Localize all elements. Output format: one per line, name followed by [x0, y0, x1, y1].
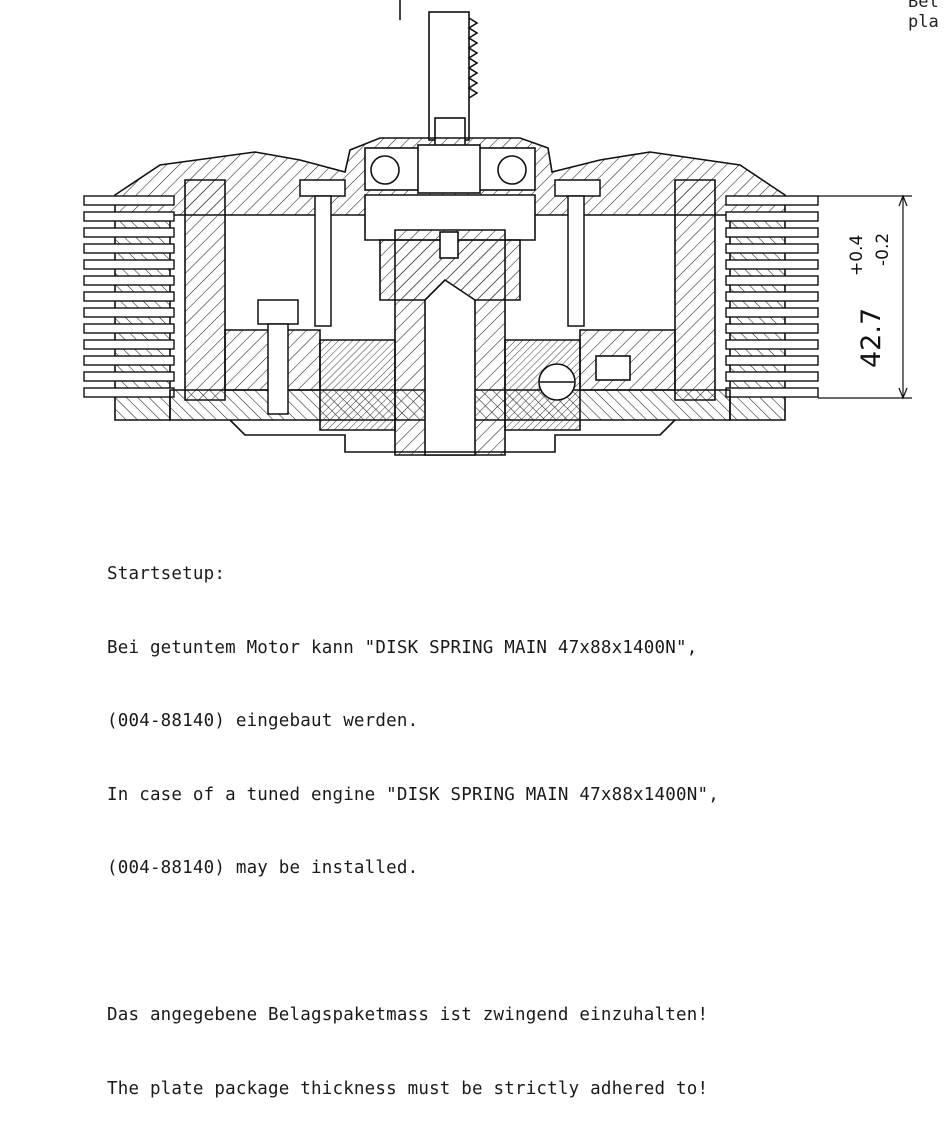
- thickness-dimension: [818, 194, 912, 400]
- spring-bolts: [257, 179, 601, 415]
- clutch-plates-left: [83, 195, 175, 398]
- setup-notes: Startsetup: Bei getuntem Motor kann "DIS…: [107, 513, 719, 1126]
- inner-basket: [169, 179, 731, 421]
- note-warning-german: Das angegebene Belagspaketmass ist zwing…: [107, 1005, 709, 1025]
- note-heading: Startsetup:: [107, 564, 226, 584]
- note-line-german-2: (004-88140) eingebaut werden.: [107, 711, 419, 731]
- release-bearing: [364, 144, 536, 194]
- corner-line-2: pla: [908, 12, 939, 32]
- note-line-english-2: (004-88140) may be installed.: [107, 858, 419, 878]
- clutch-plates-right: [725, 195, 819, 398]
- pushrod-shaft: [428, 11, 479, 147]
- note-line-english-1: In case of a tuned engine "DISK SPRING M…: [107, 784, 719, 805]
- dimension-value: 42.7: [856, 308, 887, 368]
- note-spacer: [107, 930, 719, 955]
- dimension-tol-plus: +0.4: [847, 235, 867, 276]
- note-line-german-1: Bei getuntem Motor kann "DISK SPRING MAI…: [107, 637, 698, 658]
- center-hub: [319, 194, 631, 456]
- clutch-cross-section-drawing: 42.7 +0.4 -0.2: [83, 0, 912, 456]
- corner-line-1: Bel: [908, 0, 939, 12]
- cropped-corner-text: Bel pla: [908, 0, 939, 32]
- hub-bottom-outline: [229, 0, 676, 453]
- note-warning-english: The plate package thickness must be stri…: [107, 1078, 709, 1099]
- dimension-tol-minus: -0.2: [873, 233, 893, 266]
